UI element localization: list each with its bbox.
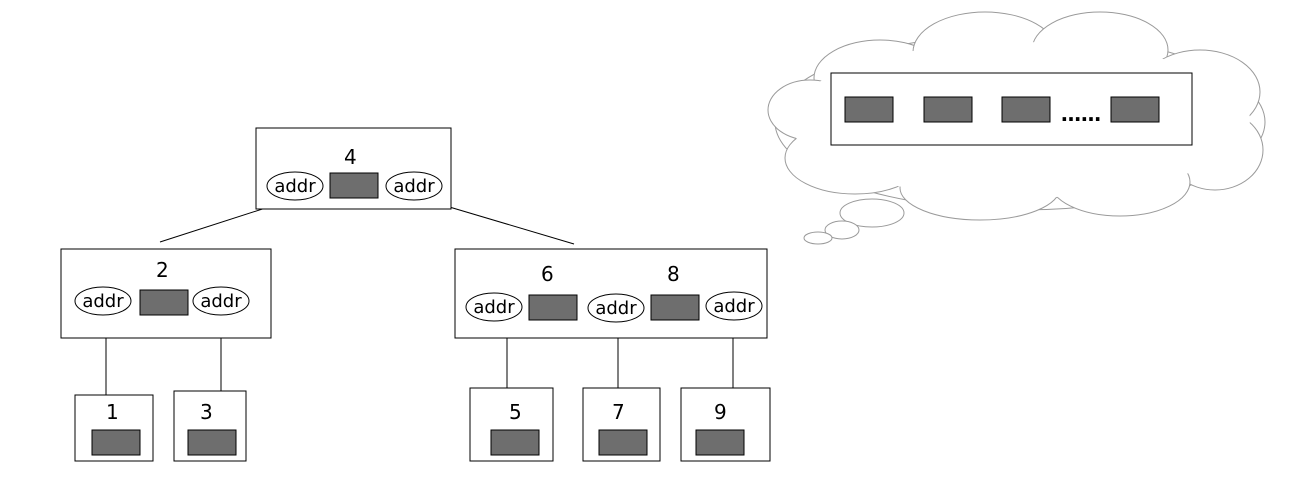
node68-pointer-2 — [587, 293, 645, 323]
list-key-1 — [844, 96, 894, 123]
internal-node-6-8: 6 8 addr addr addr — [454, 248, 768, 339]
root-node: 4 addr addr — [255, 127, 452, 210]
node68-pointer-3 — [705, 291, 763, 321]
leaf-3-key-box — [187, 429, 237, 456]
leaf-5-key-box — [490, 429, 540, 456]
leaf-1-label: 1 — [106, 400, 119, 424]
internal-node-6-8-key1-label: 6 — [541, 262, 554, 286]
root-pointer-left-label: addr — [274, 176, 316, 197]
node2-pointer-right — [192, 286, 250, 316]
thought-cloud: …… — [767, 11, 1266, 245]
internal-node-6-8-box — [454, 248, 768, 339]
internal-node-2: 2 addr addr — [60, 248, 272, 339]
leaf-7-key-box — [598, 429, 648, 456]
node68-key1-box — [528, 294, 578, 321]
internal-node-2-key-label: 2 — [156, 258, 169, 282]
internal-node-6-8-key2-label: 8 — [667, 262, 680, 286]
leaf-3: 3 — [173, 390, 247, 462]
edge-root-right — [435, 202, 575, 245]
root-pointer-right-label: addr — [393, 176, 435, 197]
thought-bubble-large — [839, 198, 905, 228]
leaf-5: 5 — [469, 387, 554, 462]
leaf-7-label: 7 — [612, 400, 625, 424]
list-key-last — [1110, 96, 1160, 123]
leaf-3-label: 3 — [200, 400, 213, 424]
edge-root-left — [159, 203, 279, 243]
leaf-nodes: 1 3 5 7 9 — [74, 387, 771, 462]
node2-key-box — [139, 289, 189, 316]
node2-pointer-left-label: addr — [82, 291, 124, 312]
root-pointer-right — [385, 171, 443, 201]
thought-bubble-small — [803, 231, 833, 245]
leaf-7: 7 — [582, 387, 661, 462]
root-key-label: 4 — [344, 145, 357, 169]
thought-bubble-medium — [824, 220, 860, 240]
node68-pointer-1 — [465, 292, 523, 322]
leaf-9-key-box — [695, 429, 745, 456]
root-pointer-left — [266, 171, 324, 201]
leaf-1-key-box — [91, 429, 141, 456]
node68-pointer-2-label: addr — [595, 298, 637, 319]
leaf-9: 9 — [680, 387, 771, 462]
node2-pointer-right-label: addr — [200, 291, 242, 312]
node68-pointer-1-label: addr — [473, 297, 515, 318]
leaf-9-label: 9 — [714, 400, 727, 424]
list-ellipsis: …… — [1061, 102, 1101, 126]
leaf-1: 1 — [74, 394, 154, 462]
root-key-box — [329, 172, 379, 199]
node68-pointer-3-label: addr — [713, 296, 755, 317]
leaf-5-label: 5 — [509, 400, 522, 424]
node2-pointer-left — [74, 286, 132, 316]
list-key-2 — [923, 96, 973, 123]
node68-key2-box — [650, 294, 700, 321]
list-key-3 — [1001, 96, 1051, 123]
